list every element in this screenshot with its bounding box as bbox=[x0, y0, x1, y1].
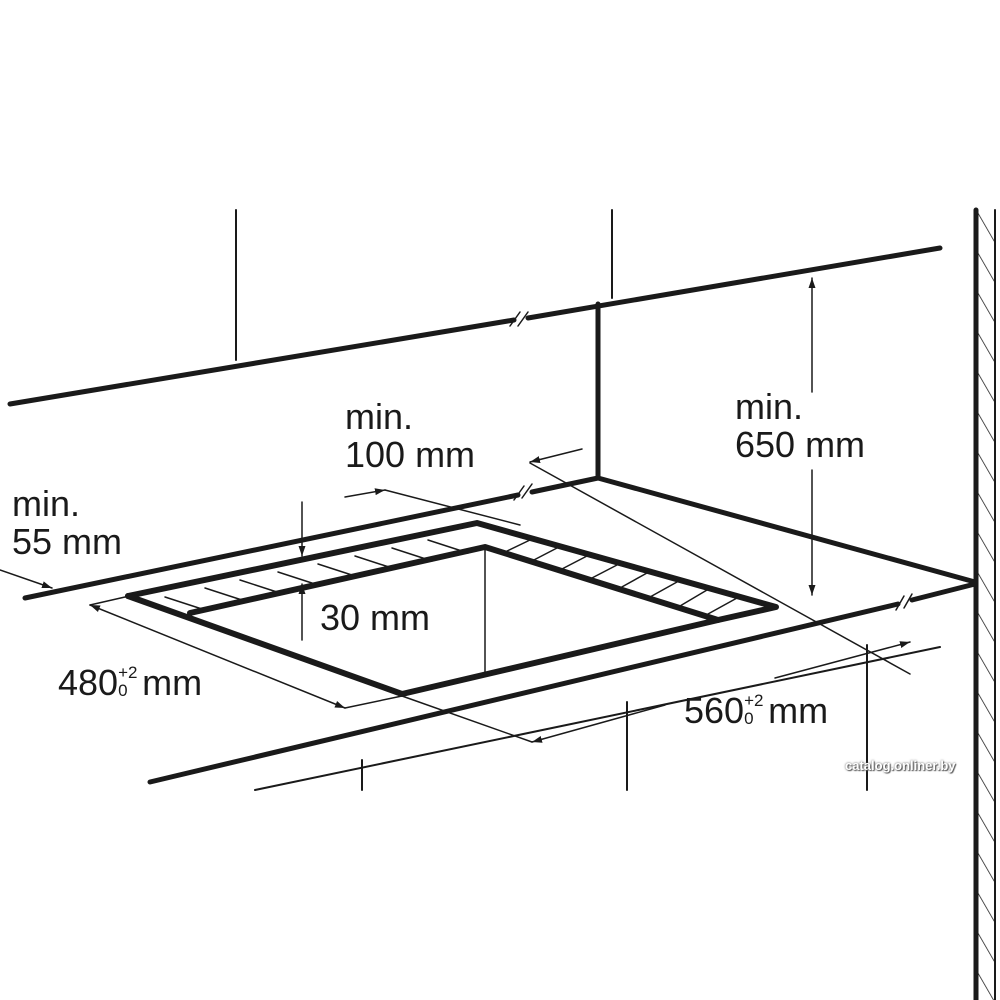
label-min-55: min. 55 mm bbox=[12, 485, 122, 561]
upper-cabinet bbox=[7, 209, 943, 407]
label-min-100: min. 100 mm bbox=[345, 398, 475, 474]
label-min-100-line1: min. bbox=[345, 396, 414, 437]
tol-lower: 0 bbox=[118, 681, 128, 700]
label-480-unit: mm bbox=[142, 662, 203, 703]
dim-55-arrow bbox=[0, 569, 53, 589]
cutout-hatching bbox=[164, 539, 738, 615]
label-30mm: 30 mm bbox=[320, 597, 431, 638]
watermark: catalog.onliner.by bbox=[845, 758, 956, 773]
side-wall bbox=[973, 207, 996, 1000]
label-min-55-line2: 55 mm bbox=[12, 521, 123, 562]
dim-100-arrow bbox=[529, 448, 583, 463]
label-min-650: min. 650 mm bbox=[735, 388, 865, 464]
label-min-650-line2: 650 mm bbox=[735, 424, 866, 465]
label-560-unit: mm bbox=[768, 690, 829, 731]
label-min-55-line1: min. bbox=[12, 483, 81, 524]
worktop bbox=[22, 475, 978, 791]
label-560-value: 560 bbox=[684, 690, 745, 731]
dimension-lines bbox=[0, 277, 911, 743]
tol-upper: +2 bbox=[118, 663, 138, 682]
dim-560-arrow bbox=[531, 704, 666, 743]
tol-lower: 0 bbox=[744, 709, 754, 728]
label-min-100-line2: 100 mm bbox=[345, 434, 476, 475]
label-480-value: 480 bbox=[58, 662, 119, 703]
tol-upper: +2 bbox=[744, 691, 764, 710]
label-min-650-line1: min. bbox=[735, 386, 804, 427]
hob-cutout bbox=[125, 520, 779, 697]
dim-480-arrow bbox=[89, 604, 346, 709]
